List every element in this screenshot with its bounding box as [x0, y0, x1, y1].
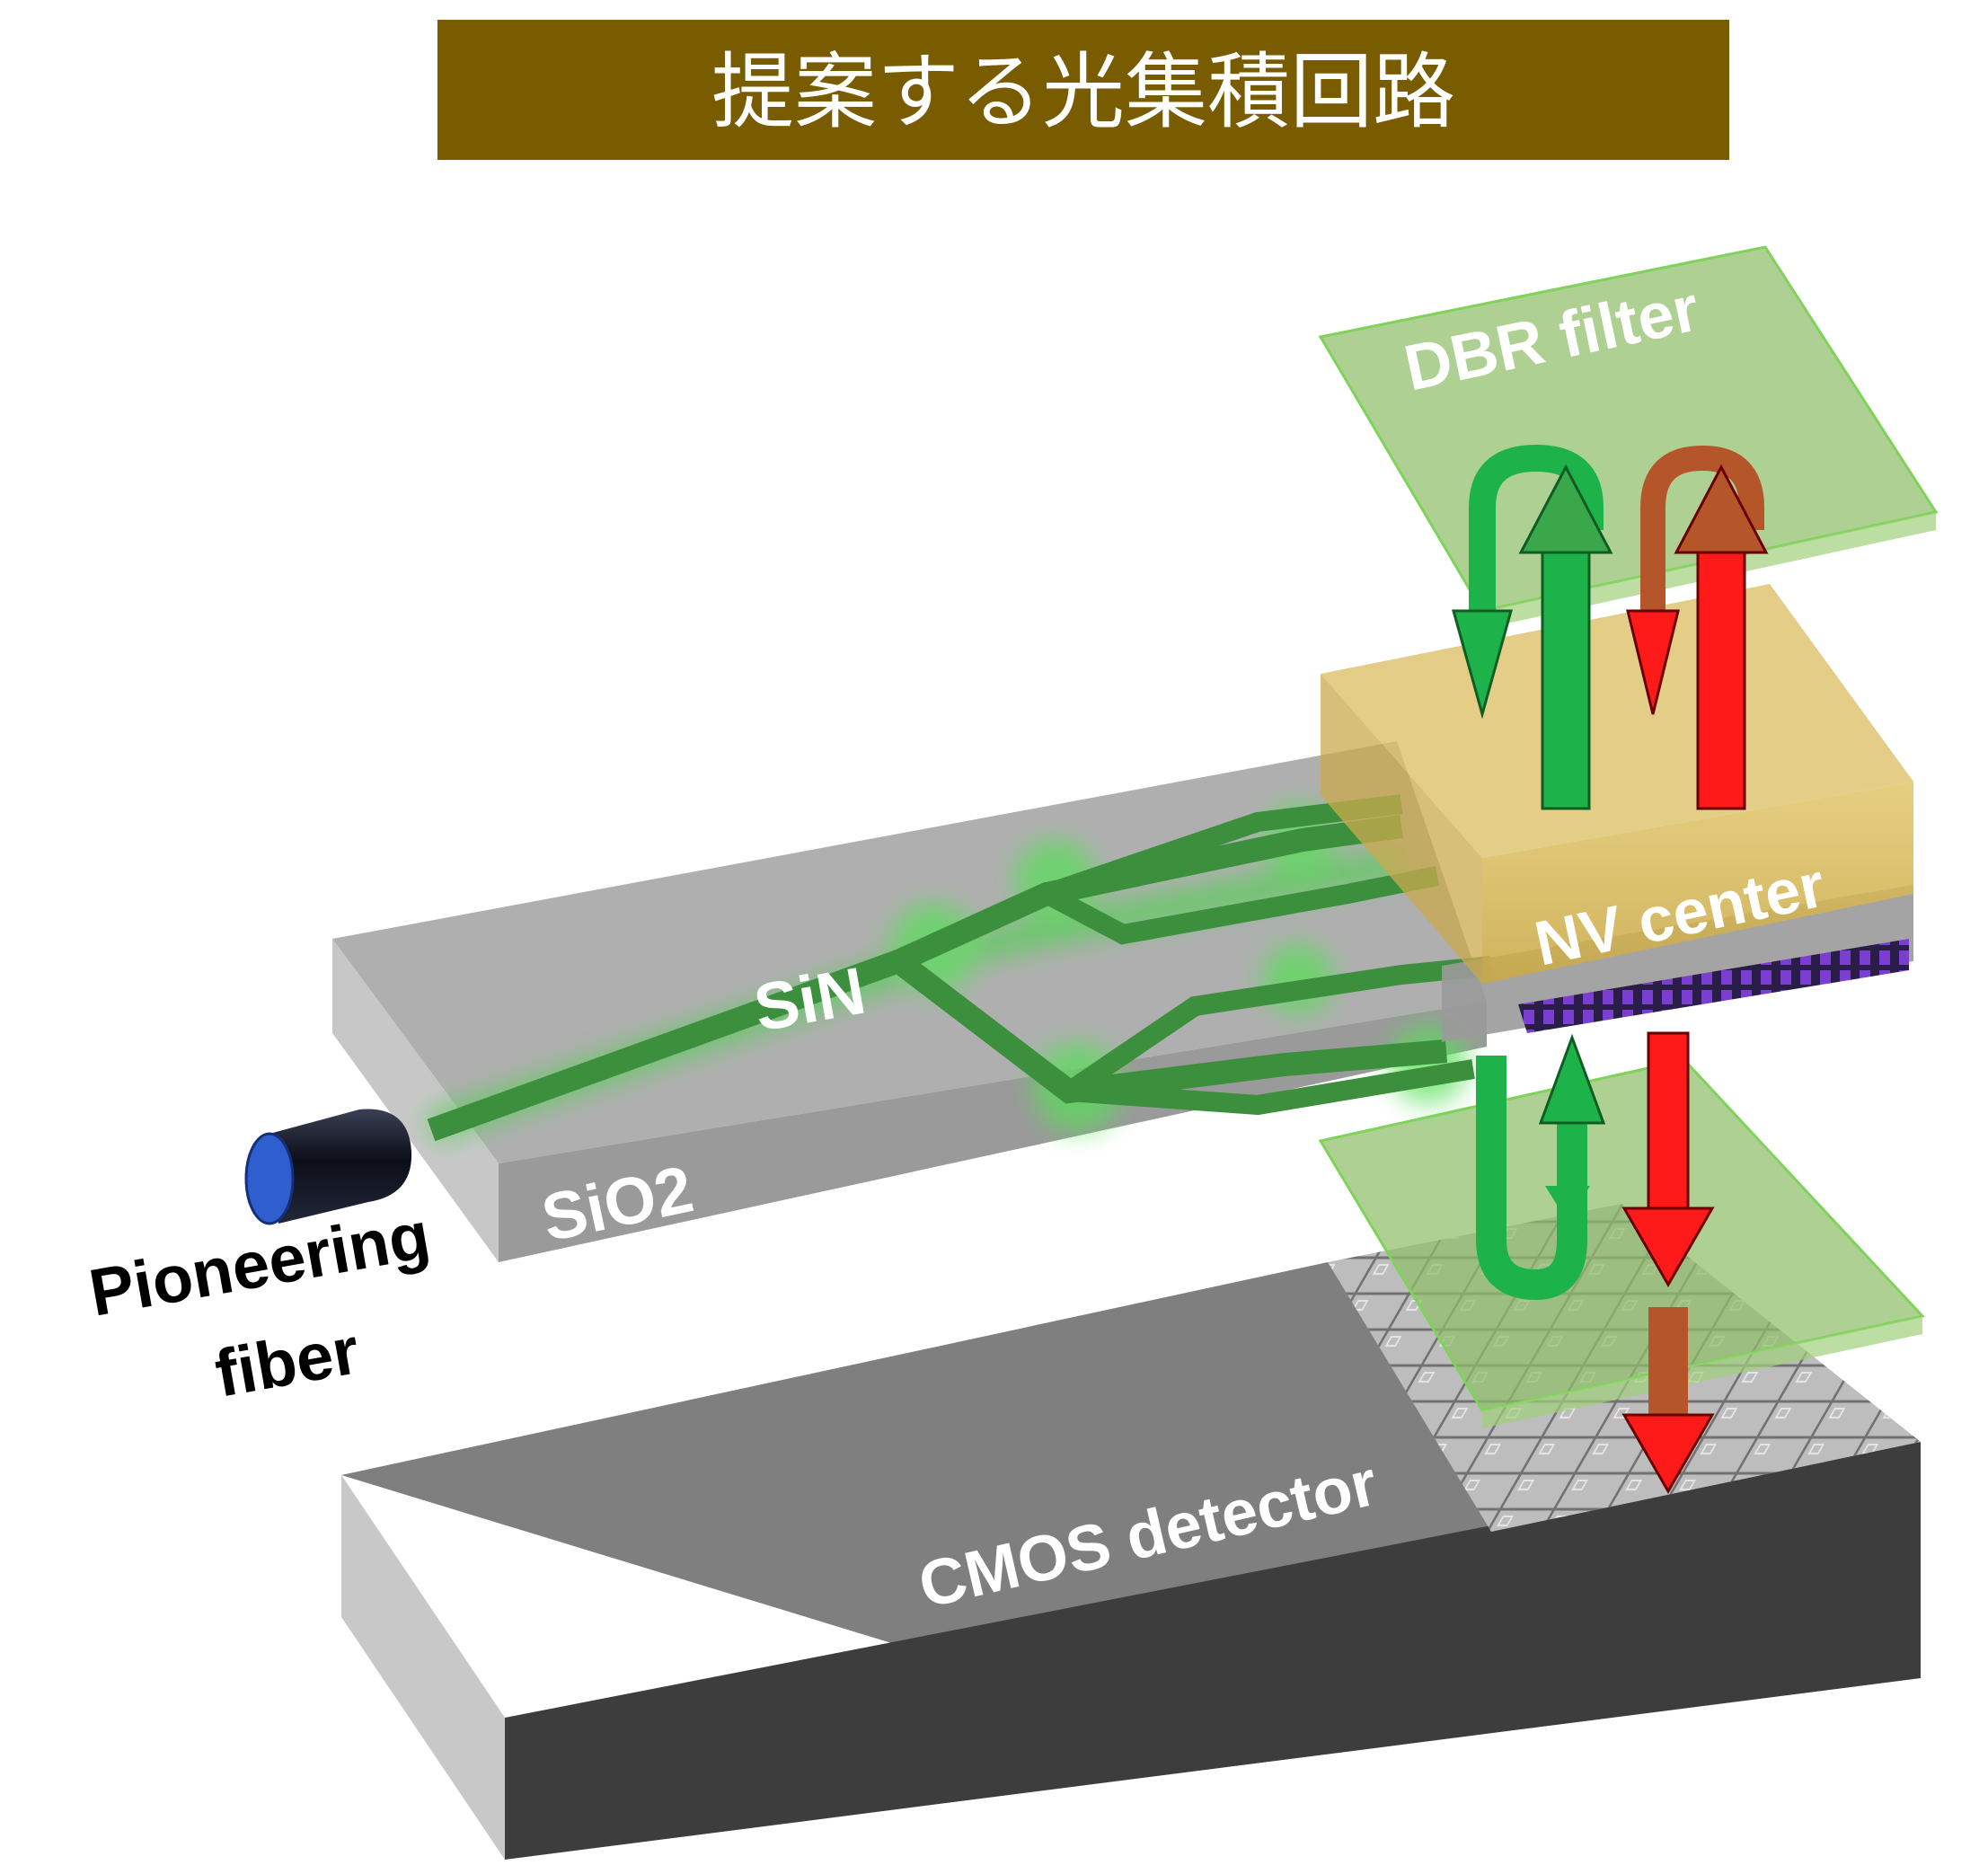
fiber-body — [269, 1109, 412, 1224]
title-text: 提案する光集積回路 — [711, 44, 1455, 140]
cmos-front-face — [505, 1442, 1921, 1860]
upper-red-down-arrowhead — [1626, 609, 1680, 715]
light-arrows — [1452, 444, 1769, 1495]
title-banner: 提案する光集積回路 — [437, 20, 1729, 160]
upper-green-down-arrowhead — [1452, 609, 1513, 720]
upper-dbr-filter: DBR filter — [1318, 245, 1939, 629]
upper-green-return-arrow — [1469, 444, 1604, 620]
lower-brown-shaft — [1648, 1307, 1688, 1415]
fiber-label-line2: fiber — [209, 1313, 364, 1411]
lower-green-u-arrow — [1476, 1056, 1587, 1301]
upper-green-up-arrowhead — [1518, 464, 1613, 554]
fiber-end-face — [244, 1132, 295, 1225]
lower-red-arrowhead-2 — [1621, 1413, 1715, 1495]
lower-red-arrowhead-1 — [1621, 1207, 1715, 1288]
upper-red-up-arrowhead — [1674, 464, 1769, 554]
waveguide-input — [427, 950, 903, 1142]
cmos-side-face — [341, 1475, 505, 1860]
lower-red-shaft — [1647, 1031, 1690, 1215]
upper-red-up-shaft — [1696, 546, 1746, 810]
upper-red-return-arrow — [1640, 445, 1764, 620]
nv-front-face — [1482, 782, 1913, 984]
waveguide-branch-lower — [891, 951, 1448, 1104]
lower-filter-edge — [1482, 1316, 1922, 1428]
purple-grating — [1518, 939, 1909, 1033]
pioneering-fiber: Pioneering fiber — [84, 1109, 435, 1411]
upper-green-up-shaft — [1541, 546, 1591, 810]
lower-dbr-filter — [1318, 1058, 1925, 1428]
nv-side-face — [1321, 674, 1482, 984]
lower-green-up-arrowhead — [1538, 1033, 1606, 1125]
lower-green-down-arrowhead — [1545, 1186, 1590, 1222]
waveguide-branch-upper — [893, 815, 1403, 972]
sio2-side-face — [332, 939, 499, 1262]
title-background — [437, 20, 1729, 160]
waveguide-sub-1 — [1041, 866, 1440, 945]
waveguide-sub-4 — [1068, 1059, 1475, 1116]
